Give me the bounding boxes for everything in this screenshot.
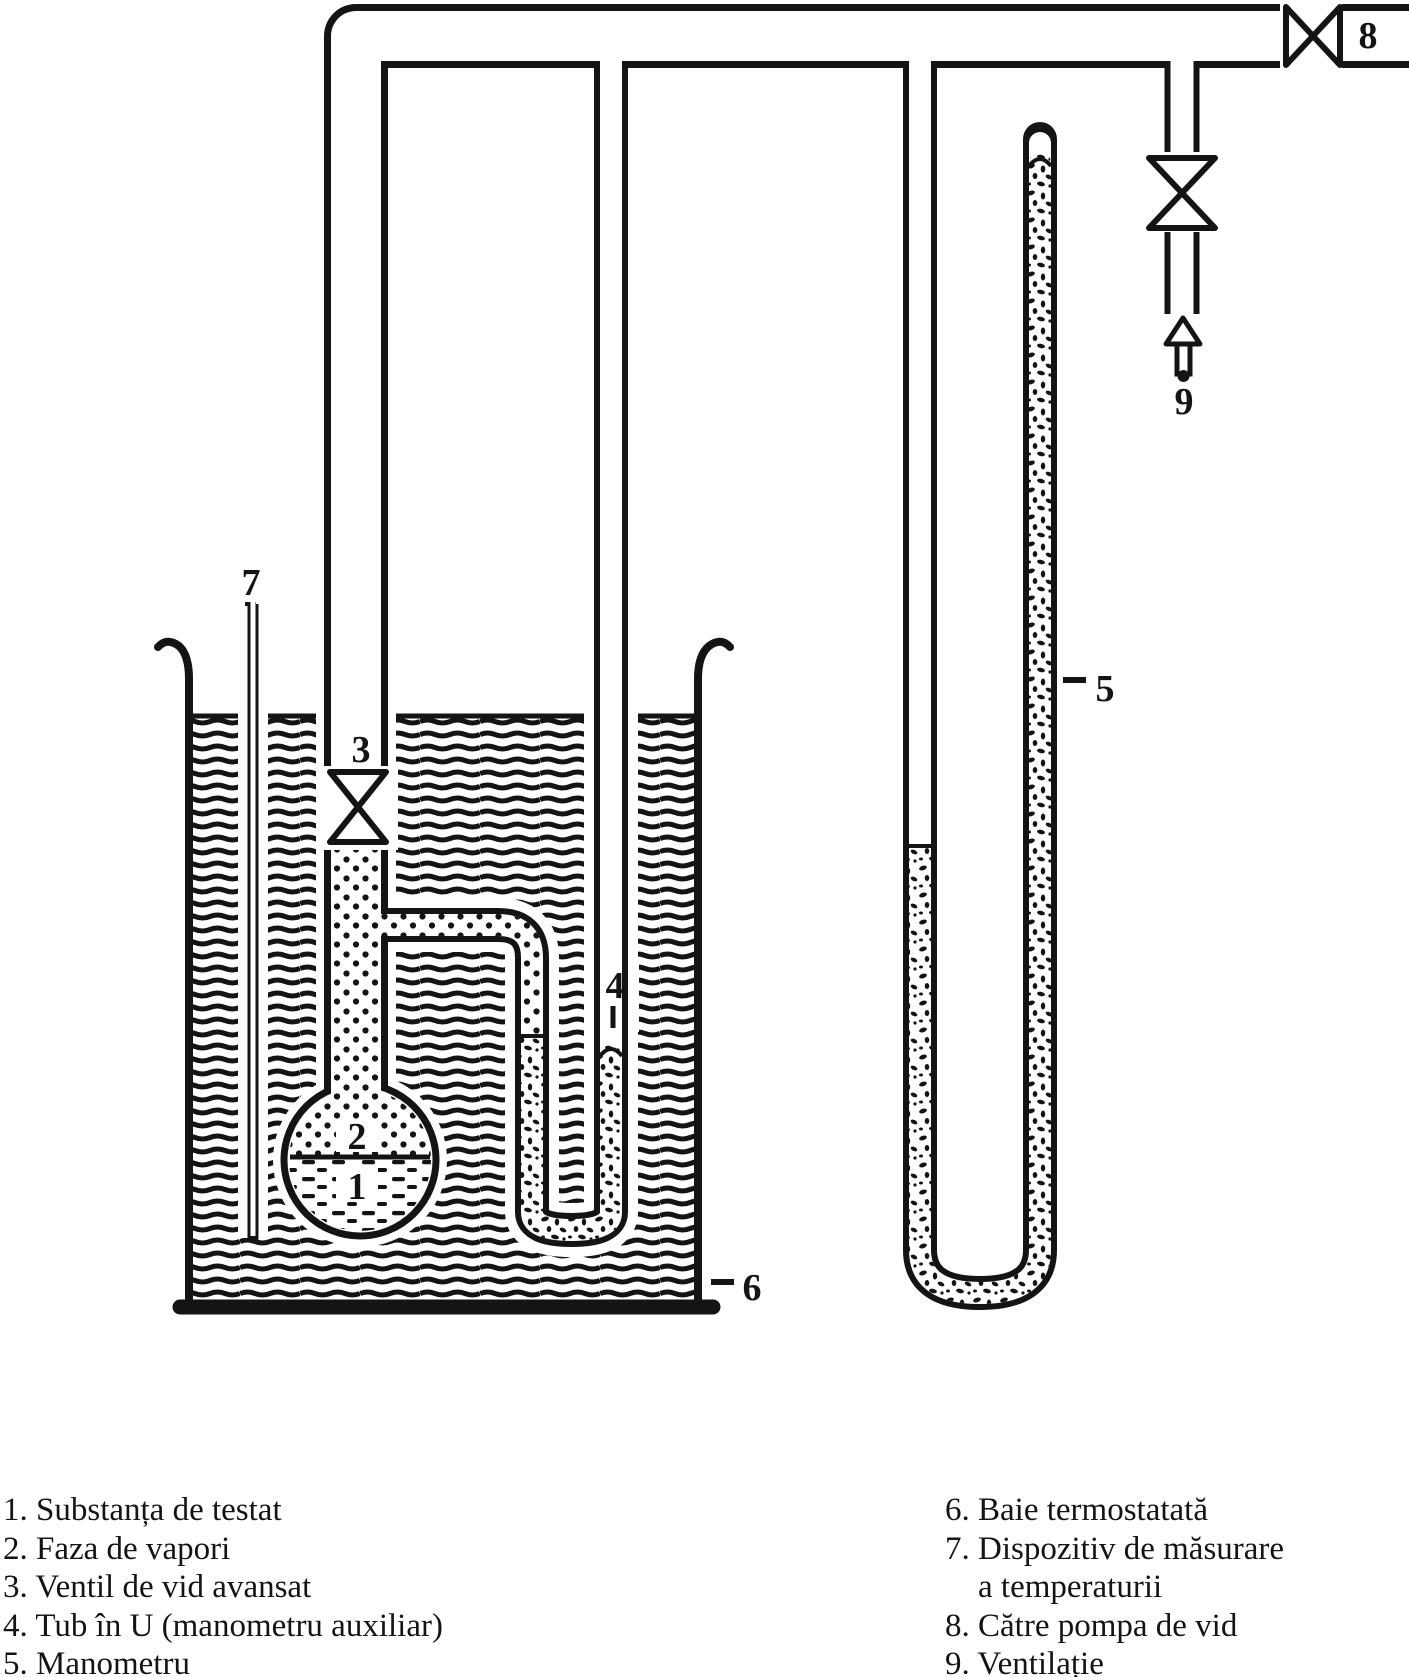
legend-item-4: 4. Tub în U (manometru auxiliar)	[3, 1607, 443, 1644]
aux-meniscus-right	[598, 1047, 624, 1058]
callout-8: 8	[1359, 15, 1378, 57]
callout-7: 7	[242, 562, 261, 604]
legend-left-column: 1. Substanța de testat 2. Faza de vapori…	[3, 1491, 443, 1677]
thermometer-bulb	[247, 1232, 259, 1244]
legend-item-2: 2. Faza de vapori	[3, 1530, 231, 1567]
legend-item-6: 6. Baie termostatată	[945, 1492, 1208, 1528]
callout-2: 2	[348, 1116, 367, 1158]
callout-5: 5	[1096, 668, 1115, 710]
callout-9: 9	[1175, 381, 1194, 423]
vent-arrow	[1163, 315, 1203, 382]
callout-1: 1	[348, 1166, 367, 1208]
bath-vessel	[154, 637, 734, 1315]
legend-item-5: 5. Manometru	[3, 1646, 190, 1677]
callouts: 7 3 4 2 1 5 6 8 9	[242, 15, 1378, 1309]
sample-in-side-arm	[358, 914, 543, 1036]
legend-item-7-continuation: a temperaturii	[978, 1569, 1163, 1605]
callout-6: 6	[743, 1267, 762, 1309]
valve-8-vacuum-pump	[1280, 1, 1343, 71]
aux-manometer-liquid	[521, 1034, 622, 1242]
legend-item-3: 3. Ventil de vid avansat	[3, 1569, 312, 1605]
manometer-meniscus-right	[1027, 157, 1053, 168]
bath-right-wall	[694, 637, 734, 1304]
legend-item-8: 8. Către pompa de vid	[945, 1607, 1238, 1644]
legend-item-7: 7. Dispozitiv de măsurare	[945, 1530, 1285, 1567]
bath-left-wall	[154, 637, 193, 1304]
legend-right-column: 6. Baie termostatată 7. Dispozitiv de mă…	[945, 1491, 1284, 1677]
legend-item-9: 9. Ventilație	[945, 1646, 1104, 1677]
vapor-in-neck	[331, 844, 381, 1098]
valve-3-advanced-vacuum	[318, 766, 398, 850]
legend-item-1: 1. Substanța de testat	[3, 1492, 282, 1528]
manometer-mercury	[909, 166, 1051, 1305]
callout-3: 3	[352, 729, 371, 771]
vent-valve	[1143, 152, 1221, 232]
callout-4: 4	[606, 965, 625, 1007]
